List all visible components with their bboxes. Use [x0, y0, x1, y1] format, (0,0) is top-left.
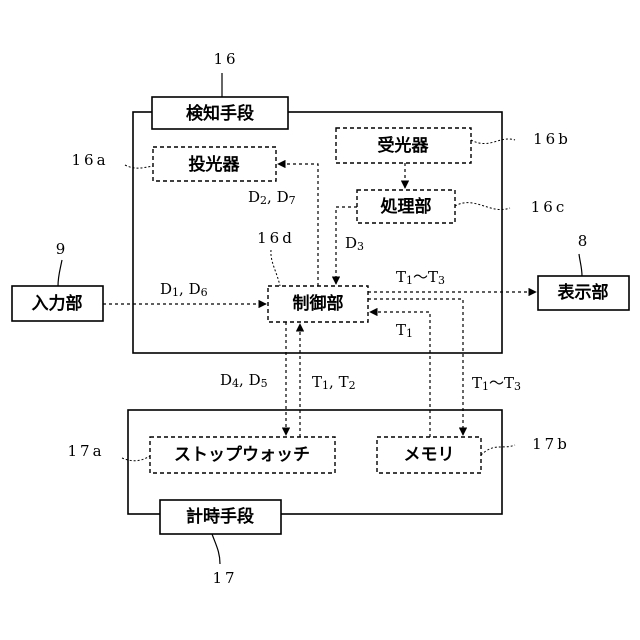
processor-ref-label: 16c: [531, 198, 568, 216]
stopwatch-ref-label: 17a: [67, 442, 104, 460]
detection-ref-label: 16: [213, 50, 238, 68]
signal-label-d2-d7: D2, D7: [248, 188, 296, 207]
processor-label: 処理部: [380, 196, 432, 217]
signal-label-t1-t2: T1, T2: [312, 373, 356, 392]
light-receiver-label: 受光器: [378, 135, 430, 156]
display-unit-ref-label: 8: [578, 232, 591, 250]
display-unit-ref-leader: [579, 254, 582, 276]
signal-label-d1-d6: D1, D6: [160, 280, 208, 299]
light-emitter-label: 投光器: [189, 154, 241, 175]
signal-label-t1-t3-memory: T1〜T3: [472, 374, 521, 393]
input-unit-label: 入力部: [32, 293, 83, 314]
signal-label-d4-d5: D4, D5: [220, 371, 268, 390]
controller-ref-label: 16d: [257, 229, 295, 247]
timing-ref-leader: [212, 534, 220, 564]
light-emitter-ref-label: 16a: [71, 151, 108, 169]
input-unit-ref-label: 9: [56, 240, 69, 258]
display-unit-label: 表示部: [558, 282, 609, 303]
memory-label: メモリ: [404, 445, 455, 465]
light-receiver-ref-label: 16b: [533, 130, 571, 148]
stopwatch-label: ストップウォッチ: [174, 444, 310, 465]
memory-ref-label: 17b: [532, 435, 570, 453]
controller-label: 制御部: [293, 293, 344, 314]
input-unit-ref-leader: [58, 260, 62, 286]
signal-label-t1-t3-display: T1〜T3: [396, 268, 445, 287]
timing-ref-label: 17: [212, 569, 237, 587]
detection-unit-title: 検知手段: [186, 103, 254, 124]
timing-unit-title: 計時手段: [186, 506, 254, 527]
